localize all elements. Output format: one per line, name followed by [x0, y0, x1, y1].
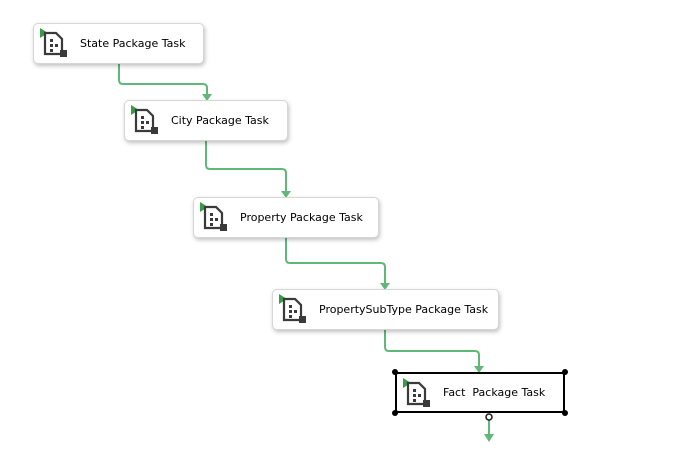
precedence-constraint-4: [384, 329, 480, 367]
resize-handle-bottom-right[interactable]: [562, 410, 568, 416]
task-state-package[interactable]: State Package Task: [33, 23, 204, 64]
execute-package-task-icon: [403, 378, 430, 407]
precedence-constraint-3: [285, 237, 386, 284]
execute-package-task-icon: [279, 294, 306, 323]
task-label: City Package Task: [171, 114, 269, 127]
constraint-connector-handle: [485, 413, 493, 421]
arrowhead-2: [281, 191, 291, 198]
precedence-constraint-2: [205, 141, 287, 192]
execute-package-task-icon: [131, 105, 158, 134]
arrowhead-1: [202, 94, 212, 101]
arrowhead-out: [484, 434, 494, 442]
task-label: State Package Task: [80, 37, 186, 50]
execute-package-task-icon: [40, 28, 67, 57]
precedence-constraint-1: [118, 63, 208, 95]
task-city-package[interactable]: City Package Task: [124, 100, 288, 141]
task-label: Fact Package Task: [443, 386, 546, 399]
arrowhead-3: [380, 283, 390, 290]
task-label: Property Package Task: [240, 211, 363, 224]
task-fact-package[interactable]: Fact Package Task: [395, 372, 565, 413]
resize-handle-top-right[interactable]: [562, 369, 568, 375]
resize-handle-bottom-left[interactable]: [392, 410, 398, 416]
task-property-package[interactable]: Property Package Task: [193, 197, 379, 238]
arrowhead-4: [474, 366, 484, 373]
resize-handle-top-left[interactable]: [392, 369, 398, 375]
execute-package-task-icon: [200, 202, 227, 231]
task-label: PropertySubType Package Task: [319, 303, 489, 316]
task-propertysubtype-package[interactable]: PropertySubType Package Task: [272, 289, 499, 330]
